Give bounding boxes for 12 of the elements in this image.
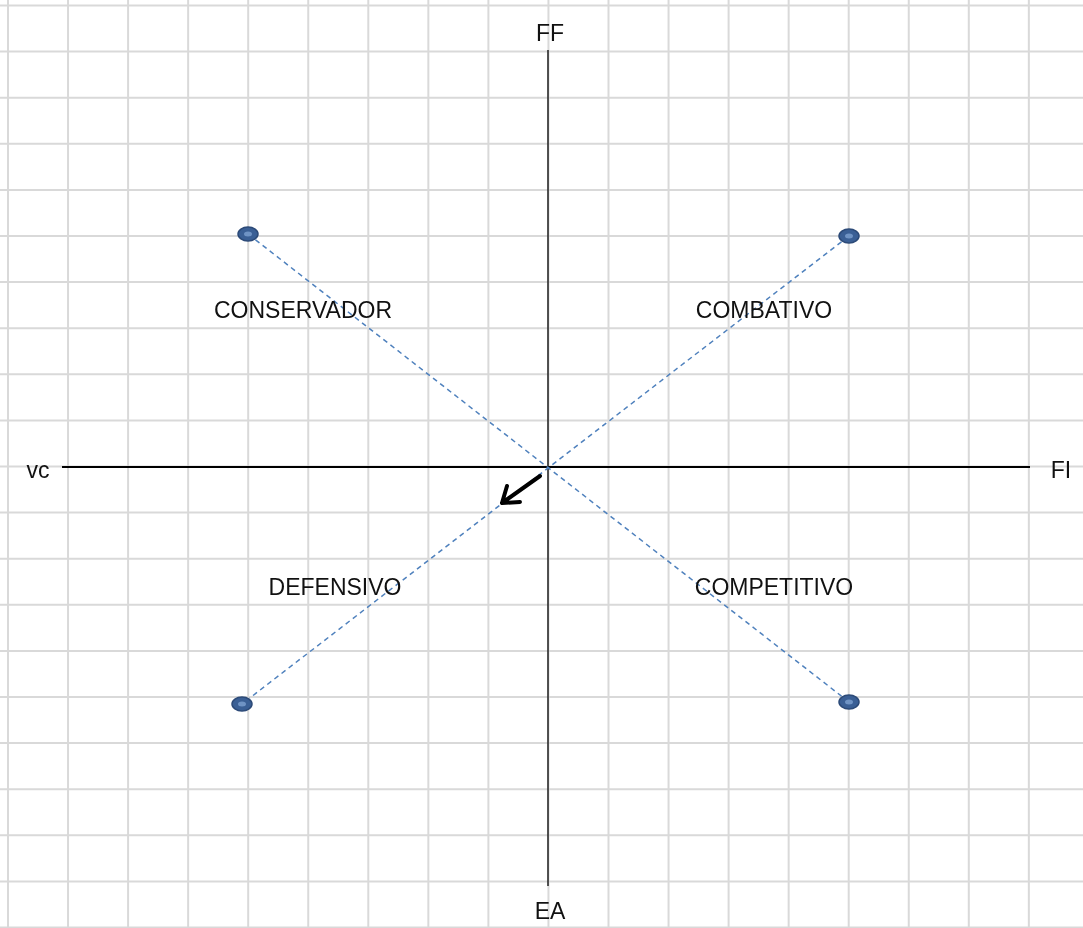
dot-marker bbox=[231, 696, 253, 712]
axis-label: EA bbox=[534, 897, 566, 925]
axis-label: FI bbox=[1050, 456, 1072, 484]
dot-marker bbox=[838, 228, 860, 244]
axis-label: vc bbox=[26, 456, 50, 484]
quadrant-label: COMPETITIVO bbox=[694, 573, 854, 601]
dot-marker bbox=[237, 226, 259, 242]
quadrant-label: DEFENSIVO bbox=[268, 573, 402, 601]
quadrant-label: COMBATIVO bbox=[695, 296, 833, 324]
quadrant-label: CONSERVADOR bbox=[213, 296, 393, 324]
dot-marker bbox=[838, 694, 860, 710]
axis-label: FF bbox=[535, 19, 565, 47]
